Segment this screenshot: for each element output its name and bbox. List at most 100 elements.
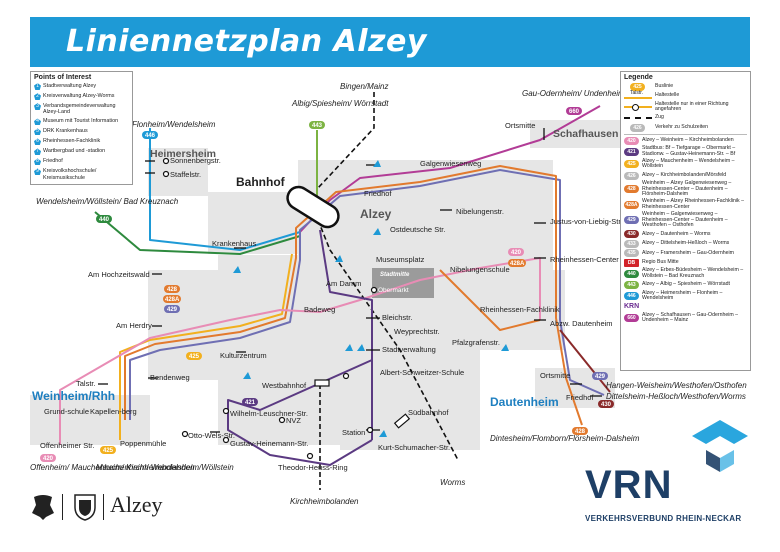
poi-marker-7 <box>379 430 387 437</box>
legend-line-label: Alzey – Weinheim – Kirchheimbolanden <box>642 136 734 143</box>
poi-title: Points of Interest <box>34 74 92 81</box>
stop-nibelungen: Nibelungenstr. <box>456 207 504 216</box>
svg-text:420: 420 <box>511 250 522 256</box>
poi-marker-9 <box>243 372 251 379</box>
place-dautenheim: Dautenheim <box>490 395 559 409</box>
line-428a <box>439 269 541 331</box>
stop-dot-nvz <box>278 416 286 424</box>
stop-station: Station <box>342 428 365 437</box>
poi-marker-3 <box>357 344 365 351</box>
legend-line-badge: 428 <box>624 185 639 194</box>
alzey-logo-text: Alzey <box>110 492 163 517</box>
badge-428-east: 428 <box>572 427 588 435</box>
legend-label: Haltestelle nur in einer Richtung angefa… <box>655 100 729 113</box>
legend-line-badge: 428A <box>624 200 639 209</box>
legend-line-badge: 435 <box>624 249 639 258</box>
stop-offenheimer: Offenheimer Str. <box>40 441 94 450</box>
legend-line-label: Weinheim – Alzey Rheinhessen-Fachklinik … <box>642 198 744 210</box>
poi-label: DRK Krankenhaus <box>43 128 88 135</box>
legend-symbol <box>624 114 652 122</box>
legend-label: Buslinie <box>655 82 674 89</box>
badge-420-weinheim: 420 <box>40 454 56 462</box>
stop-dots <box>162 157 378 460</box>
svg-text:425: 425 <box>103 448 114 454</box>
poi-label: Friedhof <box>43 158 63 165</box>
svg-text:446: 446 <box>145 133 156 139</box>
logo-divider-2 <box>103 494 104 520</box>
title-bar: Liniennetzplan Alzey <box>30 17 750 67</box>
stop-ostdeutsche: Ostdeutsche Str. <box>390 225 445 234</box>
map-badges: 446 440 443 660 428 428A 429 425 421 420… <box>40 107 614 462</box>
legend-line-label: Alzey – Dautenheim – Worms <box>642 230 711 237</box>
badge-428a-map: 428A <box>163 295 181 303</box>
stop-bleichstr: Bleichstr. <box>382 313 412 322</box>
area-schafhausen <box>530 120 620 148</box>
stop-olto: Otto-Wels-Str. <box>188 431 235 440</box>
poi-marker-2 <box>335 255 343 262</box>
legend-line-badge: 430 <box>624 230 639 239</box>
poi-marker-icon: 9 <box>34 168 41 176</box>
dest-albig: Albig/Spiesheim/ Wörrstadt <box>291 99 389 108</box>
dest-offenheim: Offenheim/ Mauchenheim/ Kirchheimbolande… <box>30 463 195 472</box>
legend-panel: Legende 425 Buslinie Talstr. Haltestelle… <box>620 71 751 371</box>
dest-kirchheim: Kirchheimbolanden <box>290 497 359 506</box>
poi-marker-5 <box>233 266 241 273</box>
stop-dot-theodor <box>306 452 314 460</box>
badge-425-map: 425 <box>186 352 202 360</box>
badge-429-east: 429 <box>592 372 608 380</box>
badge-429-map: 429 <box>164 305 180 313</box>
dest-worms: Worms <box>440 478 465 487</box>
legend-line-badge: 433 <box>624 239 639 248</box>
legend-row: 425 Buslinie <box>624 82 747 91</box>
poi-marker-icon: 5 <box>34 128 41 136</box>
westbahnhof-pill <box>314 379 330 387</box>
poi-marker-icon: 4 <box>34 118 41 126</box>
stop-theodor: Theodor-Heuss-Ring <box>278 463 348 472</box>
svg-text:429: 429 <box>595 374 606 380</box>
poi-marker-icon: 7 <box>34 148 41 156</box>
stop-kulturzentrum: Kulturzentrum <box>220 351 267 360</box>
stop-sonnenberg: Sonnenbergstr. <box>170 156 221 165</box>
legend-line-badge: 420 <box>624 136 639 145</box>
badge-428-map: 428 <box>164 285 180 293</box>
stop-albert: Albert-Schweitzer-Schule <box>380 368 464 377</box>
legend-line-label: Weinheim – Alzey Galgenwiesenweg – Rhein… <box>642 180 732 198</box>
stop-suedbahnhof: Südbahnhof <box>408 408 449 417</box>
stop-nibelungenschule: Nibelungenschule <box>450 265 510 274</box>
badge-430-east: 430 <box>598 400 614 408</box>
stop-dot-obermarkt <box>370 286 378 294</box>
area-alzey-west <box>218 255 340 445</box>
stop-markers <box>98 128 602 433</box>
legend-line-row: KRN <box>624 303 747 312</box>
poi-marker-1 <box>345 344 353 351</box>
area-alzey-center <box>340 270 480 450</box>
stop-rhfach: Rheinhessen-Fachklinik <box>480 305 560 314</box>
legend-row: Talstr. Haltestelle <box>624 90 747 100</box>
legend-label: Verkehr zu Schulzeiten <box>655 123 709 130</box>
poi-marker-icon: 6 <box>34 138 41 146</box>
db-logo-icon: DB <box>624 258 639 267</box>
stop-staffel: Staffelstr. <box>170 170 201 179</box>
stop-krankenhaus: Krankenhaus <box>212 239 256 248</box>
area-alzey-east <box>480 270 565 350</box>
stop-westbahnhof: Westbahnhof <box>262 381 307 390</box>
svg-text:429: 429 <box>167 307 178 313</box>
legend-line-label: Alzey – Erbes-Büdesheim – Wendelsheim – … <box>642 267 744 279</box>
vrn-logo-text: VRN <box>585 463 673 507</box>
line-420 <box>59 257 541 445</box>
district-areas <box>30 120 620 450</box>
badge-446-map: 446 <box>142 131 158 139</box>
